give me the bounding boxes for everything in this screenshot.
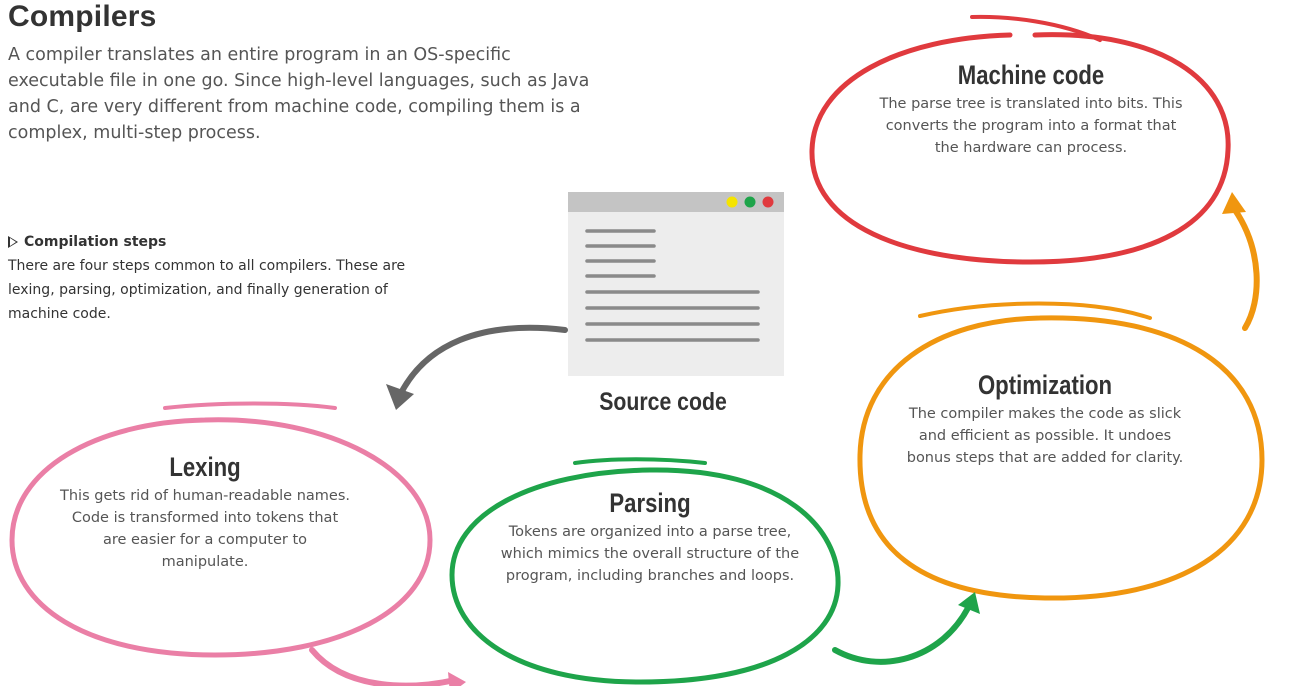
step-description: The parse tree is translated into bits. …: [879, 96, 1183, 156]
window-dot-green: [744, 196, 756, 208]
source-code-window-icon: [568, 192, 784, 376]
step-optimization: Optimization The compiler makes the code…: [900, 370, 1190, 469]
step-title: Machine code: [957, 60, 1105, 90]
step-title: Optimization: [977, 370, 1113, 400]
source-code-label: Source code: [599, 388, 727, 416]
optimization-ellipse: [857, 301, 1265, 601]
parsing-to-optimization-arrowhead: [958, 592, 980, 614]
lexing-to-parsing-arrowhead: [448, 672, 466, 686]
compilation-steps-note: Compilation steps There are four steps c…: [8, 232, 448, 326]
machine-code-ellipse: [809, 14, 1231, 265]
step-description: Tokens are organized into a parse tree, …: [500, 524, 800, 584]
step-description: This gets rid of human-readable names. C…: [60, 488, 350, 570]
compilation-steps-body: There are four steps common to all compi…: [8, 258, 406, 322]
step-machine-code: Machine code The parse tree is translate…: [876, 60, 1186, 159]
optimization-to-machine-arrow: [1232, 207, 1260, 331]
step-title: Parsing: [609, 488, 691, 518]
lexing-ellipse: [9, 401, 433, 658]
source-to-lexing-arrow: [397, 324, 568, 398]
step-description: The compiler makes the code as slick and…: [906, 406, 1184, 466]
intro-paragraph: A compiler translates an entire program …: [8, 45, 590, 143]
step-parsing: Parsing Tokens are organized into a pars…: [500, 488, 800, 587]
compilation-steps-heading-text: Compilation steps: [24, 234, 167, 250]
window-dot-red: [762, 196, 774, 208]
step-lexing: Lexing This gets rid of human-readable n…: [60, 452, 350, 573]
window-dot-yellow: [726, 196, 738, 208]
parsing-to-optimization-arrow: [832, 605, 971, 665]
step-title: Lexing: [169, 452, 241, 482]
parsing-ellipse: [449, 457, 841, 685]
compilation-steps-heading: Compilation steps: [8, 232, 448, 252]
lexing-to-parsing-arrow: [309, 647, 458, 686]
triangle-bullet-icon: [8, 236, 18, 248]
source-to-lexing-arrowhead: [386, 384, 414, 410]
optimization-to-machine-arrowhead: [1222, 192, 1246, 214]
page-title: Compilers: [8, 0, 157, 33]
